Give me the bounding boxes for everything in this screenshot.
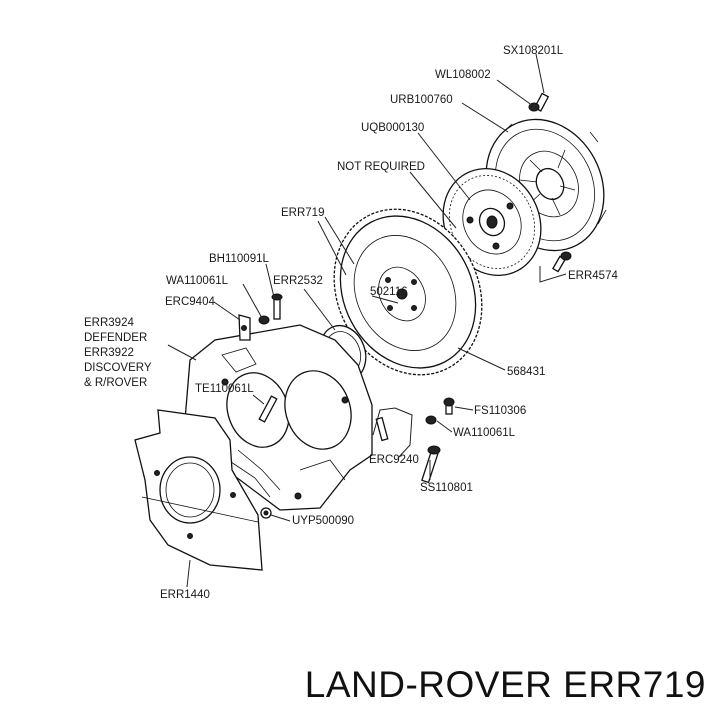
label-defender: DEFENDER — [84, 332, 147, 344]
bolt-erc9404-drawing — [238, 314, 251, 341]
backing-plate-drawing — [134, 409, 263, 571]
label-sx108201l: SX108201L — [503, 45, 564, 57]
label-urb100760: URB100760 — [390, 94, 453, 106]
nut-uyp500090-drawing — [260, 507, 272, 519]
stud-te110061l-drawing — [258, 395, 278, 423]
label-wl108002: WL108002 — [435, 69, 491, 81]
label-err3924: ERR3924 — [84, 317, 134, 329]
label-568431: 568431 — [507, 366, 545, 378]
bolt-fs110306-drawing — [443, 397, 455, 415]
label-uyp500090: UYP500090 — [292, 515, 354, 527]
label-bh110091l: BH110091L — [209, 253, 269, 265]
label-erc9404: ERC9404 — [165, 296, 215, 308]
flywheel-drawing — [333, 208, 483, 376]
leader-lines — [167, 53, 567, 588]
label-uqb000130: UQB000130 — [361, 122, 424, 134]
washer-wa110061l-left-drawing — [258, 315, 270, 325]
cover-bolt-drawing — [528, 92, 550, 112]
bolt-err4574-drawing — [552, 251, 572, 273]
footer-part-title: LAND-ROVER ERR719 — [304, 664, 706, 705]
label-err3922: ERR3922 — [84, 347, 134, 359]
bolt-bh110091l-drawing — [271, 293, 283, 320]
label-r-rover: & R/ROVER — [84, 377, 147, 389]
clutch-disc-drawing — [442, 168, 542, 276]
label-ss110801: SS110801 — [420, 482, 473, 494]
label-discovery: DISCOVERY — [84, 362, 152, 374]
stud-erc9240-drawing — [375, 416, 389, 442]
label-err1440: ERR1440 — [160, 589, 210, 601]
label-err719: ERR719 — [281, 207, 324, 219]
label-te110061l: TE110061L — [195, 383, 254, 395]
washer-wa110061l-right-drawing — [425, 415, 437, 425]
label-erc9240: ERC9240 — [369, 454, 419, 466]
label-err4574: ERR4574 — [568, 270, 618, 282]
label-not-required: NOT REQUIRED — [337, 161, 425, 173]
label-502116: 502116 — [370, 286, 408, 298]
label-fs110306: FS110306 — [474, 405, 526, 417]
label-wa110061l-right: WA110061L — [453, 427, 516, 439]
label-err2532: ERR2532 — [273, 275, 323, 287]
bolt-ss110801-drawing — [421, 445, 441, 484]
label-wa110061l-left: WA110061L — [166, 275, 229, 287]
